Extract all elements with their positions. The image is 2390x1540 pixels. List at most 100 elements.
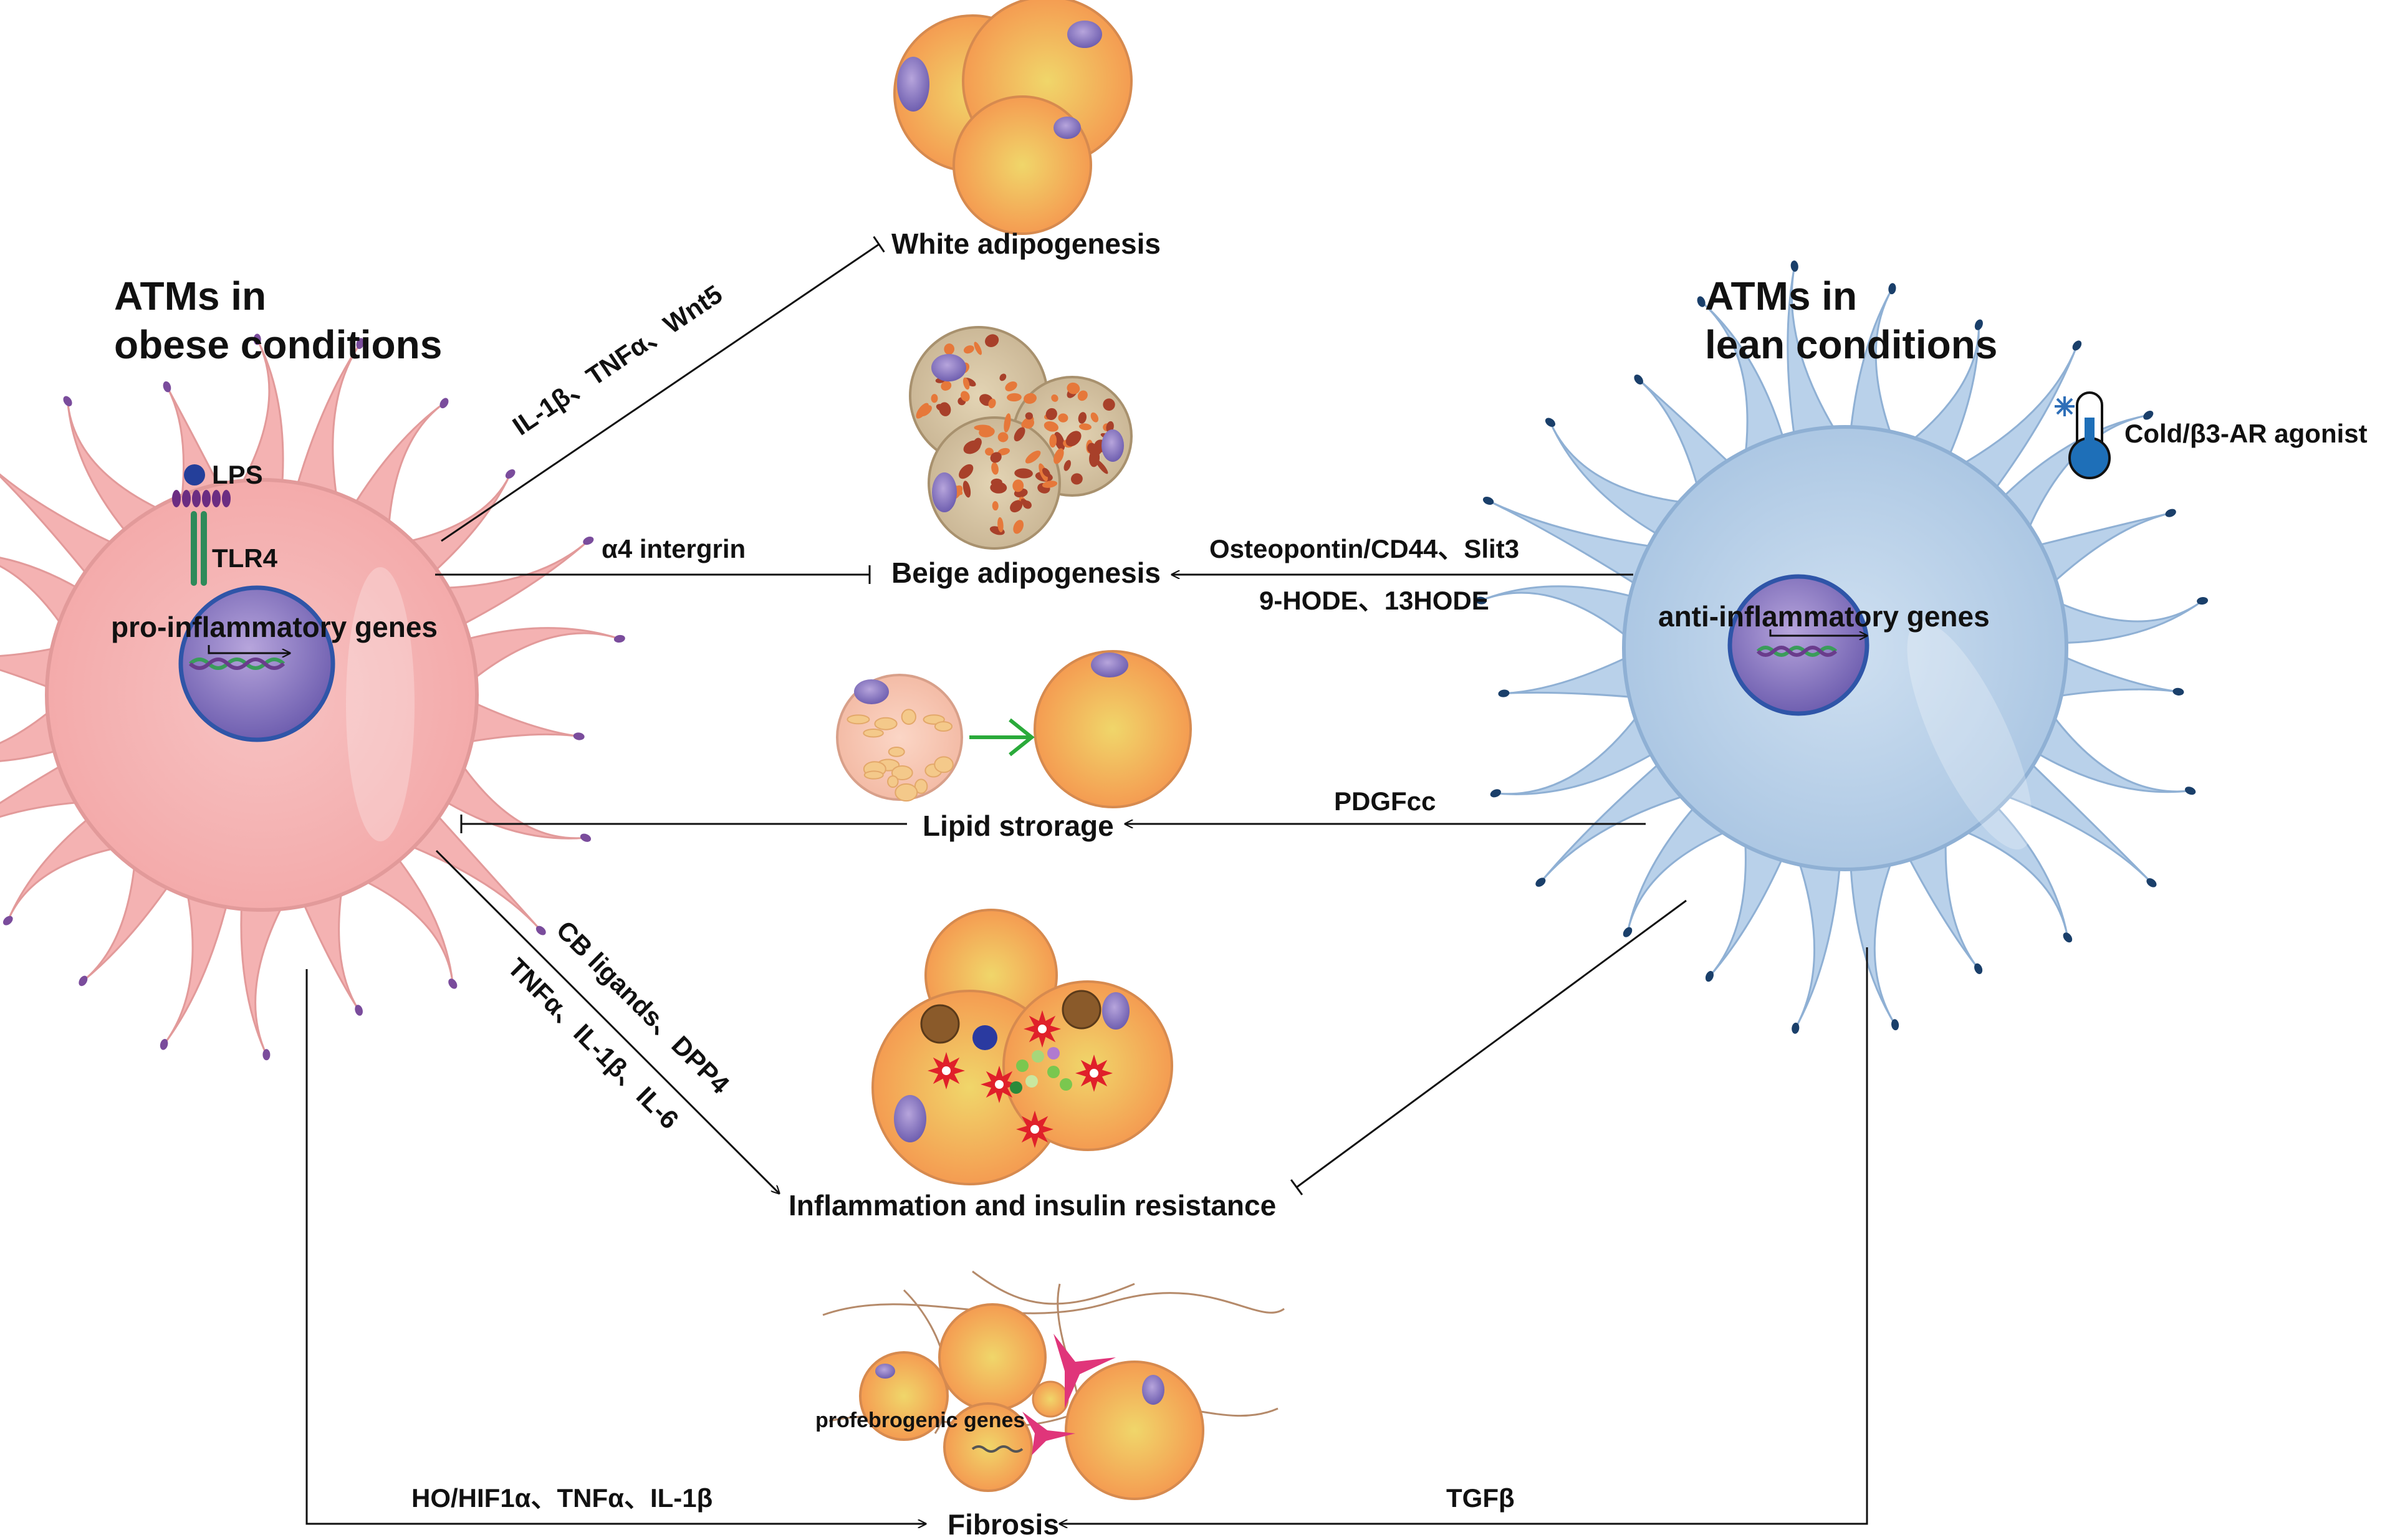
lipid-droplet	[1095, 459, 1108, 474]
lipid-droplet	[990, 452, 1002, 463]
lipid-droplet	[1024, 393, 1037, 404]
pseudopod	[0, 473, 123, 583]
lipid-droplet	[1063, 460, 1071, 471]
pseudopod	[2048, 651, 2179, 699]
left-nucleus	[178, 585, 335, 742]
lipid-droplet	[901, 709, 916, 725]
pseudopod-tip	[2, 916, 13, 925]
pseudopod-tip	[2172, 687, 2184, 696]
right-beige-signal-label-1: Osteopontin/CD44、Slit3	[1209, 534, 1519, 563]
cytokine-star-center	[942, 1066, 951, 1075]
pseudopod-tip	[1891, 1019, 1899, 1031]
left-cell-pseudopods	[0, 333, 625, 1061]
lipid-droplet	[1071, 473, 1083, 485]
pseudopod	[240, 896, 289, 1055]
right-dna-icon	[1756, 646, 1838, 657]
left-inflammation-signal-label-2: TNFα、IL-1β、IL-6	[502, 952, 684, 1134]
inhibit-inflammation-line	[1290, 899, 1687, 1195]
right-lipid-signal-label: PDGFcc	[1334, 787, 1436, 816]
cytokine-star-center	[1030, 1125, 1039, 1134]
immune-cell-dot	[1010, 1081, 1022, 1094]
lipid-droplet	[847, 714, 870, 725]
immune-cell-dot	[1025, 1075, 1038, 1088]
lipid-droplet	[988, 398, 996, 409]
lipid-droplet	[997, 517, 1004, 533]
lipid-droplet	[997, 432, 1009, 442]
lipid-droplet	[874, 717, 898, 730]
fibrotic-tissue-illustration	[822, 1270, 1285, 1500]
lipid-droplet	[961, 391, 970, 402]
profibrogenic-genes-label: profebrogenic genes	[815, 1408, 1025, 1432]
pseudopod-tip	[1974, 963, 1983, 974]
inflamed-adipocyte-cluster	[871, 909, 1173, 1185]
lipid-droplet	[999, 373, 1007, 381]
left-beige-signal-label: α4 intergrin	[602, 534, 746, 563]
lipid-droplet	[1078, 423, 1092, 431]
immune-cell-dot	[1016, 1059, 1029, 1072]
pseudopod	[457, 627, 620, 688]
left-title-line1: ATMs in	[114, 274, 266, 318]
lipid-droplet	[944, 343, 954, 355]
pseudopod-tip	[448, 978, 458, 989]
lipid-droplet	[1049, 434, 1057, 448]
pseudopod-tip	[2146, 878, 2157, 887]
pseudopod-tip	[2185, 787, 2196, 795]
lipid-droplet	[1022, 500, 1032, 509]
pseudopod-tip	[2143, 410, 2154, 420]
lean-atm-cell: anti-inflammatory genes	[1475, 261, 2209, 1034]
lipid-droplet	[985, 334, 999, 347]
lipid-droplet	[1014, 468, 1033, 479]
lipid-droplet	[1014, 427, 1025, 442]
immune-cell-dot	[1047, 1066, 1060, 1078]
immune-cell-dot	[1060, 1078, 1072, 1091]
lipid-droplet	[895, 783, 918, 802]
lipid-droplet	[934, 756, 954, 773]
lipid-droplet	[1045, 408, 1057, 420]
lipid-droplet	[991, 462, 999, 475]
snowflake-icon	[2055, 396, 2075, 416]
lipid-droplet	[887, 775, 899, 788]
pseudopod-tip	[356, 338, 365, 350]
pseudopod-tip	[573, 732, 585, 740]
pseudopod-tip	[2072, 340, 2082, 351]
right-beige-signal-label-2: 9-HODE、13HODE	[1259, 586, 1489, 615]
pseudopod-tip	[535, 925, 546, 935]
lipid-droplet	[914, 778, 928, 794]
lipid-droplet	[1042, 467, 1050, 477]
lipid-droplet	[1010, 500, 1023, 513]
lipid-droplet	[1004, 413, 1011, 433]
lipid-storage-illustration	[836, 650, 1192, 808]
lipid-droplet	[973, 438, 982, 449]
lipid-droplet	[916, 403, 929, 419]
inhibit-white-adipogenesis-line	[441, 236, 885, 542]
lipid-droplet	[1044, 421, 1058, 432]
lipid-droplet	[974, 424, 992, 431]
pseudopod-tip	[583, 536, 594, 545]
lipid-droplet	[1053, 432, 1065, 451]
lipid-droplet	[962, 377, 970, 390]
lipid-droplet	[863, 770, 884, 780]
lipid-droplet	[891, 765, 913, 781]
obese-atm-cell: pro-inflammatory genes LPS TLR4	[0, 333, 625, 1061]
pseudopod-tip	[163, 381, 171, 393]
lipid-droplet	[1042, 481, 1058, 488]
lipid-droplet	[1103, 398, 1115, 411]
pseudopod-tip	[253, 333, 261, 345]
right-cell-highlight	[1907, 621, 2033, 850]
lipid-droplet	[1078, 412, 1087, 424]
right-title-line2: lean conditions	[1705, 322, 1997, 367]
lipid-droplet	[963, 345, 974, 354]
lipid-droplet	[939, 402, 951, 416]
left-cell-highlight	[346, 567, 415, 841]
pseudopod-tip	[262, 1049, 271, 1061]
lipid-droplet	[1013, 520, 1024, 534]
lipid-droplet	[959, 464, 974, 479]
pseudopod-tip	[160, 1039, 168, 1050]
obese-to-fibrosis-arrow	[305, 969, 926, 1524]
pseudopod-tip	[2197, 596, 2209, 605]
pseudopod-tip	[1482, 496, 1494, 505]
inflammation-label: Inflammation and insulin resistance	[789, 1189, 1276, 1222]
immune-cell-dot	[1032, 1050, 1044, 1063]
pseudopod-tip	[63, 396, 72, 406]
pseudopod-tip	[1535, 878, 1546, 887]
